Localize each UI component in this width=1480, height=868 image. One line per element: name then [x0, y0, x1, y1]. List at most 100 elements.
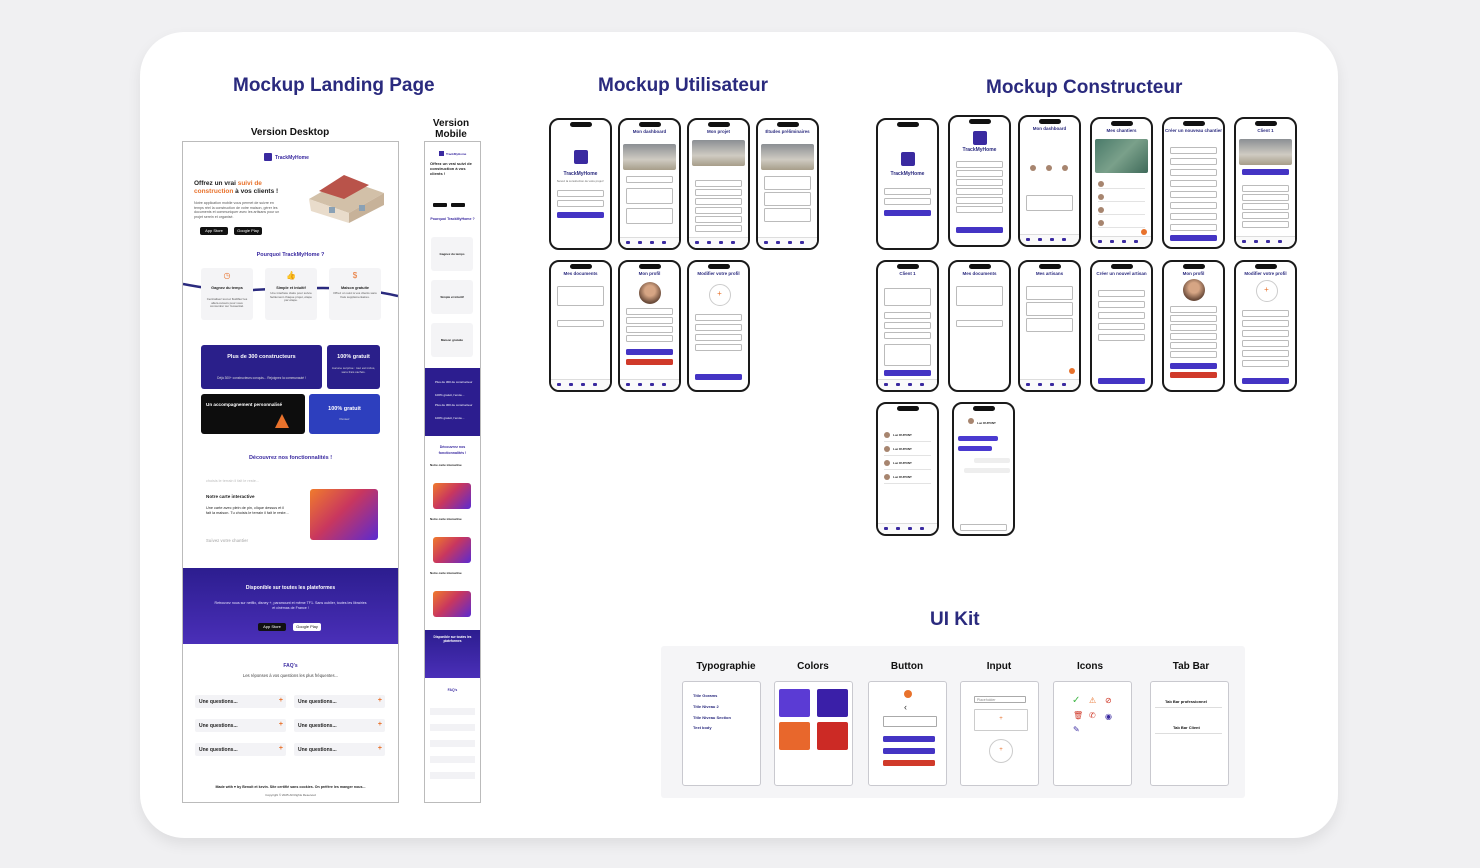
- mobile-label: Version Mobile: [432, 118, 470, 140]
- primary-button[interactable]: [883, 736, 935, 742]
- stat-title: 100% gratuit: [337, 354, 370, 360]
- kit-button-card: ‹: [868, 681, 947, 786]
- phone-user-documents: Mes documents: [549, 260, 612, 392]
- plus-icon: +: [377, 745, 382, 752]
- avatar: [638, 282, 661, 304]
- plus-icon: +: [377, 721, 382, 728]
- tab-bar-pro[interactable]: [1155, 707, 1222, 718]
- stat-card-free-2: 100% gratuit Pensez: [309, 394, 380, 434]
- text-input[interactable]: Placeholder: [974, 696, 1026, 703]
- mobile-platforms-banner: Disponible sur toutes les plateformes: [425, 630, 480, 678]
- thumbs-up-icon: 👍: [286, 271, 296, 280]
- title-uikit: UI Kit: [930, 609, 980, 630]
- brand-name: TrackMyHome: [275, 155, 309, 161]
- pencil-icon: ✎: [1073, 725, 1080, 734]
- cone-icon: [275, 414, 289, 428]
- validate-button[interactable]: [695, 374, 742, 380]
- add-fab-button[interactable]: [1141, 229, 1147, 235]
- mobile-hero: Offrez un vrai suivi de construction à v…: [430, 161, 472, 176]
- validate-button[interactable]: [884, 370, 931, 376]
- feature-card-free: $ Maison gratuite Offrez un suivi à vos …: [329, 268, 381, 320]
- map-feature-text: Une carte avec plein de pin, clique dess…: [206, 506, 289, 515]
- google-play-button[interactable]: [451, 203, 465, 207]
- mobile-discover-title: Découvrez nos fonctionnalités !: [438, 445, 467, 455]
- house-logo-icon: [573, 150, 588, 164]
- feature-card-simple: 👍 Simple et intuitif Une interface clair…: [265, 268, 317, 320]
- builder-login-button[interactable]: [884, 210, 931, 216]
- phone-builder-client: Client 1: [1234, 117, 1297, 249]
- chevron-left-icon[interactable]: ‹: [904, 702, 907, 712]
- phone-user-studies: Études préliminaires: [756, 118, 819, 250]
- kit-icons-card: ✓ ⚠ ⊘ 🗑 ✆ ◉ ✎: [1053, 681, 1132, 786]
- kit-button-title: Button: [890, 661, 924, 672]
- client-action-button[interactable]: [1242, 169, 1289, 175]
- phone-builder-documents: Mes documents: [948, 260, 1011, 392]
- check-icon: ✓: [1072, 695, 1081, 706]
- forbidden-icon: ⊘: [1105, 696, 1112, 705]
- avatar-input[interactable]: +: [989, 739, 1013, 763]
- eye-icon: ◉: [1105, 712, 1112, 721]
- edit-profile-button[interactable]: [626, 349, 673, 355]
- faq-item[interactable]: Une questions...+: [294, 695, 385, 708]
- feature-title: Simple et intuitif: [276, 286, 306, 290]
- why-title: Pourquoi TrackMyHome ?: [256, 252, 325, 258]
- outline-button[interactable]: [883, 716, 937, 727]
- plus-icon: +: [278, 697, 283, 704]
- phone-user-login: TrackMyHome Suivez la construction de vo…: [549, 118, 612, 250]
- faq-item[interactable]: Une questions...+: [195, 743, 286, 756]
- kit-input-card: Placeholder + +: [960, 681, 1039, 786]
- mobile-faq-item[interactable]: [430, 756, 475, 763]
- mobile-faq-item[interactable]: [430, 708, 475, 715]
- faq-item[interactable]: Une questions...+: [195, 695, 286, 708]
- kit-typography-title: Typographie: [696, 661, 756, 672]
- validate-button[interactable]: [1242, 378, 1289, 384]
- faq-item[interactable]: Une questions...+: [294, 719, 385, 732]
- login-button[interactable]: [557, 212, 604, 218]
- google-play-button[interactable]: Google Play: [234, 227, 262, 235]
- danger-button[interactable]: [883, 760, 935, 766]
- platforms-title: Disponible sur toutes les plateformes: [245, 585, 336, 591]
- primary-button[interactable]: [883, 748, 935, 754]
- phone-builder-artisans: Mes artisans: [1018, 260, 1081, 392]
- brand-logo-icon: [264, 153, 272, 161]
- edit-profile-button[interactable]: [1170, 363, 1217, 369]
- add-fab-button[interactable]: [1069, 368, 1075, 374]
- plus-icon: +: [377, 697, 382, 704]
- title-user: Mockup Utilisateur: [598, 75, 768, 96]
- alert-icon: ⚠: [1089, 696, 1097, 705]
- tab-bar-client[interactable]: [1155, 733, 1222, 744]
- title-landing: Mockup Landing Page: [233, 75, 435, 96]
- logout-button[interactable]: [1170, 372, 1217, 378]
- feature-card-time: ◷ Gagnez du temps Centralisez tout et fl…: [201, 268, 253, 320]
- mobile-faq-item[interactable]: [430, 724, 475, 731]
- faq-title: FAQ's: [283, 663, 298, 669]
- platforms-text: Retrouvez nous sur netflix, disney +, pa…: [214, 601, 367, 610]
- kit-typography-card: Title Gorams Title Niveau 2 Title Niveau…: [682, 681, 761, 786]
- stat-card-builders: Plus de 300 constructeurs Déjà 300+ cons…: [201, 345, 322, 389]
- create-artisan-button[interactable]: [1098, 378, 1145, 384]
- round-button[interactable]: [904, 690, 912, 698]
- kit-colors-card: [774, 681, 853, 786]
- app-store-button[interactable]: App Store: [258, 623, 286, 631]
- faq-item[interactable]: Une questions...+: [195, 719, 286, 732]
- google-play-button[interactable]: Google Play: [293, 623, 321, 631]
- stat-text: Pensez: [339, 417, 350, 421]
- image-input[interactable]: +: [974, 709, 1028, 731]
- create-site-button[interactable]: [1170, 235, 1217, 241]
- mobile-faq-item[interactable]: [430, 772, 475, 779]
- sites-map[interactable]: [1095, 139, 1148, 173]
- signup-button[interactable]: [956, 227, 1003, 233]
- color-swatch: [817, 689, 848, 717]
- design-board: Mockup Landing Page Mockup Utilisateur M…: [140, 32, 1338, 838]
- faq-item[interactable]: Une questions...+: [294, 743, 385, 756]
- app-store-button[interactable]: [433, 203, 447, 207]
- brand-name: TrackMyHome: [446, 152, 467, 156]
- color-swatch: [779, 722, 810, 750]
- logout-button[interactable]: [626, 359, 673, 365]
- app-store-button[interactable]: App Store: [200, 227, 228, 235]
- ui-kit-panel: Typographie Colors Button Input Icons Ta…: [661, 646, 1245, 798]
- desktop-label: Version Desktop: [250, 127, 330, 138]
- platforms-banner: Disponible sur toutes les plateformes Re…: [183, 568, 398, 644]
- mobile-faq-item[interactable]: [430, 740, 475, 747]
- stat-title: Un accompagnement personnalisé: [206, 402, 283, 407]
